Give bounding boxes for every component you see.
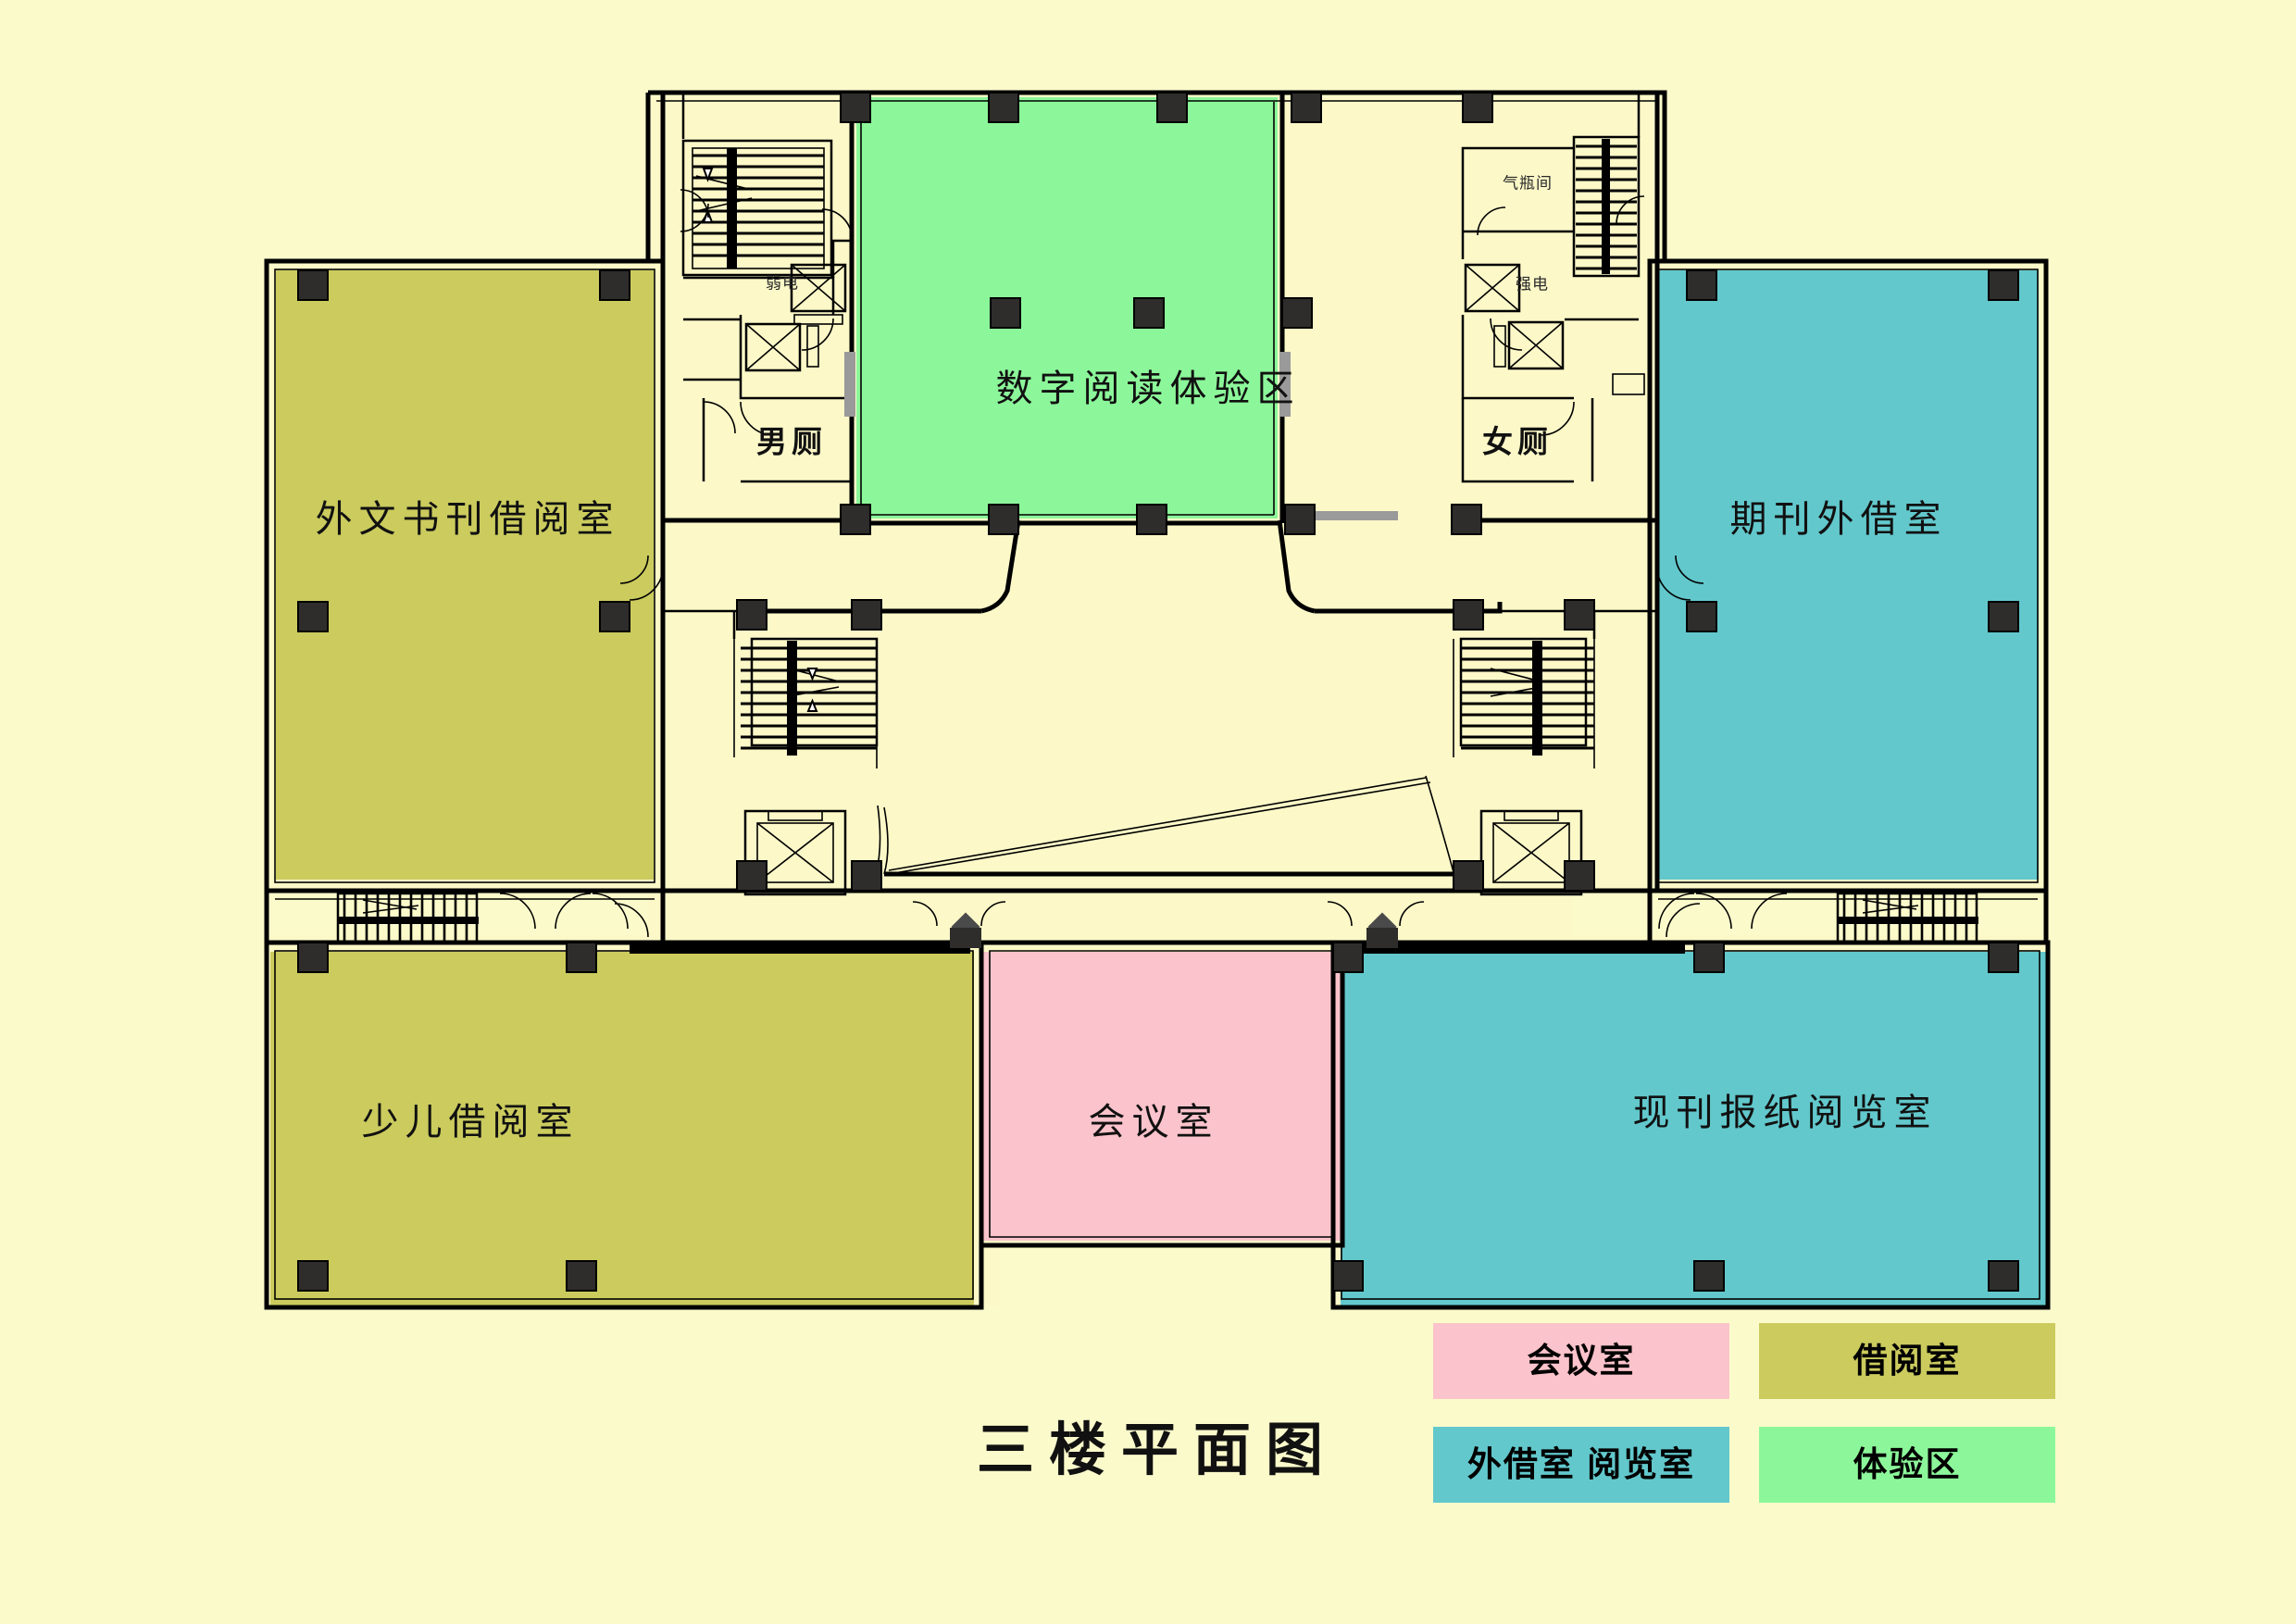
room-fill-current-periodicals — [1341, 952, 2046, 1305]
room-label-digital-reading: 数字阅读体验区 — [996, 368, 1301, 409]
stair-upper-right — [1572, 135, 1641, 278]
elevator-lower-left — [743, 809, 847, 896]
page-title: 三楼平面图 — [977, 1419, 1338, 1482]
label-gas-bottle: 气瓶间 — [1503, 174, 1553, 192]
label-strong-electric: 强电 — [1516, 275, 1549, 293]
legend-label-experience: 体验区 — [1853, 1445, 1962, 1483]
room-label-current-periodicals: 现刊报纸阅览室 — [1633, 1092, 1938, 1133]
legend-label-reading: 外借室 阅览室 — [1467, 1444, 1695, 1483]
elevator-upper-left-2 — [744, 322, 819, 372]
elevator-lower-right — [1479, 809, 1583, 896]
stair-upper-left — [681, 139, 833, 277]
elevator-upper-right — [1464, 263, 1521, 313]
legend-item-meeting[interactable]: 会议室 — [1433, 1323, 1729, 1399]
room-fill-digital-reading — [856, 97, 1278, 518]
room-label-meeting: 会议室 — [1089, 1101, 1219, 1143]
legend-item-experience[interactable]: 体验区 — [1759, 1427, 2055, 1503]
room-label-periodical-lending: 期刊外借室 — [1730, 498, 1948, 540]
label-womens-toilet: 女厕 — [1482, 425, 1553, 460]
elevator-upper-right-2 — [1493, 320, 1565, 370]
room-fill-children-lending — [270, 952, 974, 1305]
legend: 会议室 借阅室 外借室 阅览室 体验区 — [1433, 1323, 2055, 1503]
label-mens-toilet: 男厕 — [756, 427, 827, 460]
legend-label-meeting: 会议室 — [1528, 1341, 1636, 1380]
stair-middle-left — [733, 637, 879, 768]
corridor-band — [630, 943, 1685, 954]
room-label-children-lending: 少儿借阅室 — [362, 1101, 580, 1143]
legend-item-reading[interactable]: 外借室 阅览室 — [1433, 1427, 1729, 1503]
stair-middle-right — [1453, 637, 1595, 768]
legend-item-lending[interactable]: 借阅室 — [1759, 1323, 2055, 1399]
room-fill-meeting — [980, 952, 1341, 1241]
corridor-door-arcs — [499, 555, 1788, 938]
room-fill-periodical-lending — [1657, 270, 2039, 880]
atrium-void-lines — [875, 775, 1458, 877]
room-fills — [270, 97, 2046, 1305]
structural-columns — [297, 92, 2019, 1292]
wall-panel-icon — [1612, 373, 1645, 395]
label-weak-electric: 弱电 — [766, 274, 799, 292]
central-core — [660, 93, 1660, 896]
elevator-upper-left — [790, 263, 847, 325]
glass-wall-segments — [844, 352, 1398, 520]
stair-lower-right-outer — [1836, 892, 1978, 943]
room-label-foreign-books: 外文书刊借阅室 — [316, 498, 620, 540]
stair-lower-left-outer — [336, 892, 479, 943]
room-fill-foreign-books — [276, 270, 654, 880]
legend-label-lending: 借阅室 — [1853, 1341, 1962, 1380]
